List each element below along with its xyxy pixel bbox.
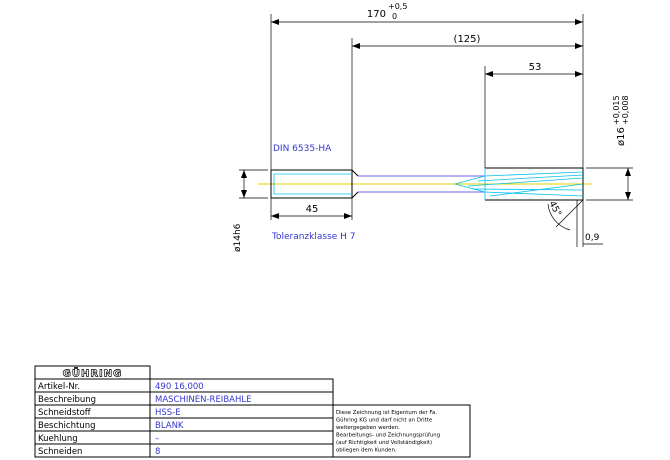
dimension-chamfer-angle: 45° (546, 199, 584, 231)
flute-line (477, 174, 584, 182)
overall-length-value: 170 (367, 9, 386, 20)
standard-label: DIN 6535-HA (273, 144, 332, 154)
cutting-part (454, 167, 584, 201)
dimension-cutting-length: 53 (484, 62, 583, 168)
dimension-shank-diameter: ø14h6 (233, 169, 268, 252)
cutting-length-value: 53 (529, 62, 542, 73)
row-label-description: Beschreibung (38, 395, 96, 405)
ownership-notice-box (332, 404, 471, 458)
cutting-diameter-label: ø16 +0,015 +0,008 (612, 95, 630, 146)
flute-line (471, 188, 584, 191)
title-block: GÜHRING Artikel-Nr. 490 16,000 Beschreib… (34, 365, 471, 458)
row-value-cutting-edges: 8 (155, 447, 160, 457)
flute-line (489, 183, 584, 197)
flute-line (454, 171, 584, 185)
dimension-chamfer-length: 0,9 (576, 200, 603, 247)
neck (358, 175, 485, 193)
reamer-part-view (258, 167, 592, 201)
dimension-overall-length: 170 +0,5 0 (270, 2, 584, 170)
row-value-description: MASCHINEN-REIBAHLE (155, 395, 251, 405)
cutting-diameter-value: ø16 (616, 127, 627, 146)
notice-line: obliegen dem Kunden. (336, 448, 397, 454)
flute-line (467, 177, 584, 187)
shank-length-value: 45 (306, 204, 319, 215)
row-label-coating: Beschichtung (38, 421, 95, 431)
row-label-cutting-material: Schneidstoff (38, 408, 92, 418)
overall-length-upper-tolerance: +0,5 (388, 2, 407, 11)
chamfer-angle-arc (547, 203, 571, 231)
dimension-cutting-diameter: ø16 +0,015 +0,008 (586, 95, 633, 201)
shank-diameter-value: ø14h6 (233, 223, 243, 252)
row-label-article-number: Artikel-Nr. (38, 382, 80, 392)
row-label-cutting-edges: Schneiden (38, 447, 82, 457)
cutting-diameter-upper-tolerance: +0,015 (612, 95, 621, 125)
row-value-coating: BLANK (155, 421, 184, 431)
chamfer-angle-leg (555, 199, 584, 228)
company-logo: GÜHRING (63, 366, 123, 380)
cutting-diameter-lower-tolerance: +0,008 (621, 95, 630, 125)
row-label-cooling: Kuehlung (38, 434, 78, 444)
row-value-cooling: – (155, 434, 159, 444)
shank-transition-top (351, 169, 359, 177)
notice-line: weitergegeben werden. (336, 425, 400, 431)
notice-line: Diese Zeichnung ist Eigentum der Fa. (336, 410, 437, 416)
flute-line (454, 183, 584, 197)
dimension-shank-length: 45 (270, 198, 353, 220)
row-value-cutting-material: HSS-E (155, 408, 181, 418)
notice-line: (auf Richtigkeit und Vollständigkeit) (336, 440, 432, 446)
dimension-neck-length: (125) (351, 34, 583, 170)
row-value-article-number: 490 16,000 (155, 382, 204, 392)
notice-line: Gühring KG und darf nicht an Dritte (336, 418, 433, 424)
shank-transition-bottom (351, 191, 359, 199)
overall-length-lower-tolerance: 0 (392, 12, 397, 21)
shank (270, 169, 359, 199)
neck-length-value: (125) (454, 34, 481, 45)
shank-diameter-label: ø14h6 (233, 223, 243, 252)
notice-line: Bearbeitungs- und Zeichnungsprüfung (336, 433, 440, 439)
chamfer-length-value: 0,9 (585, 233, 600, 243)
tolerance-class-label: Toleranzklasse H 7 (271, 232, 356, 242)
